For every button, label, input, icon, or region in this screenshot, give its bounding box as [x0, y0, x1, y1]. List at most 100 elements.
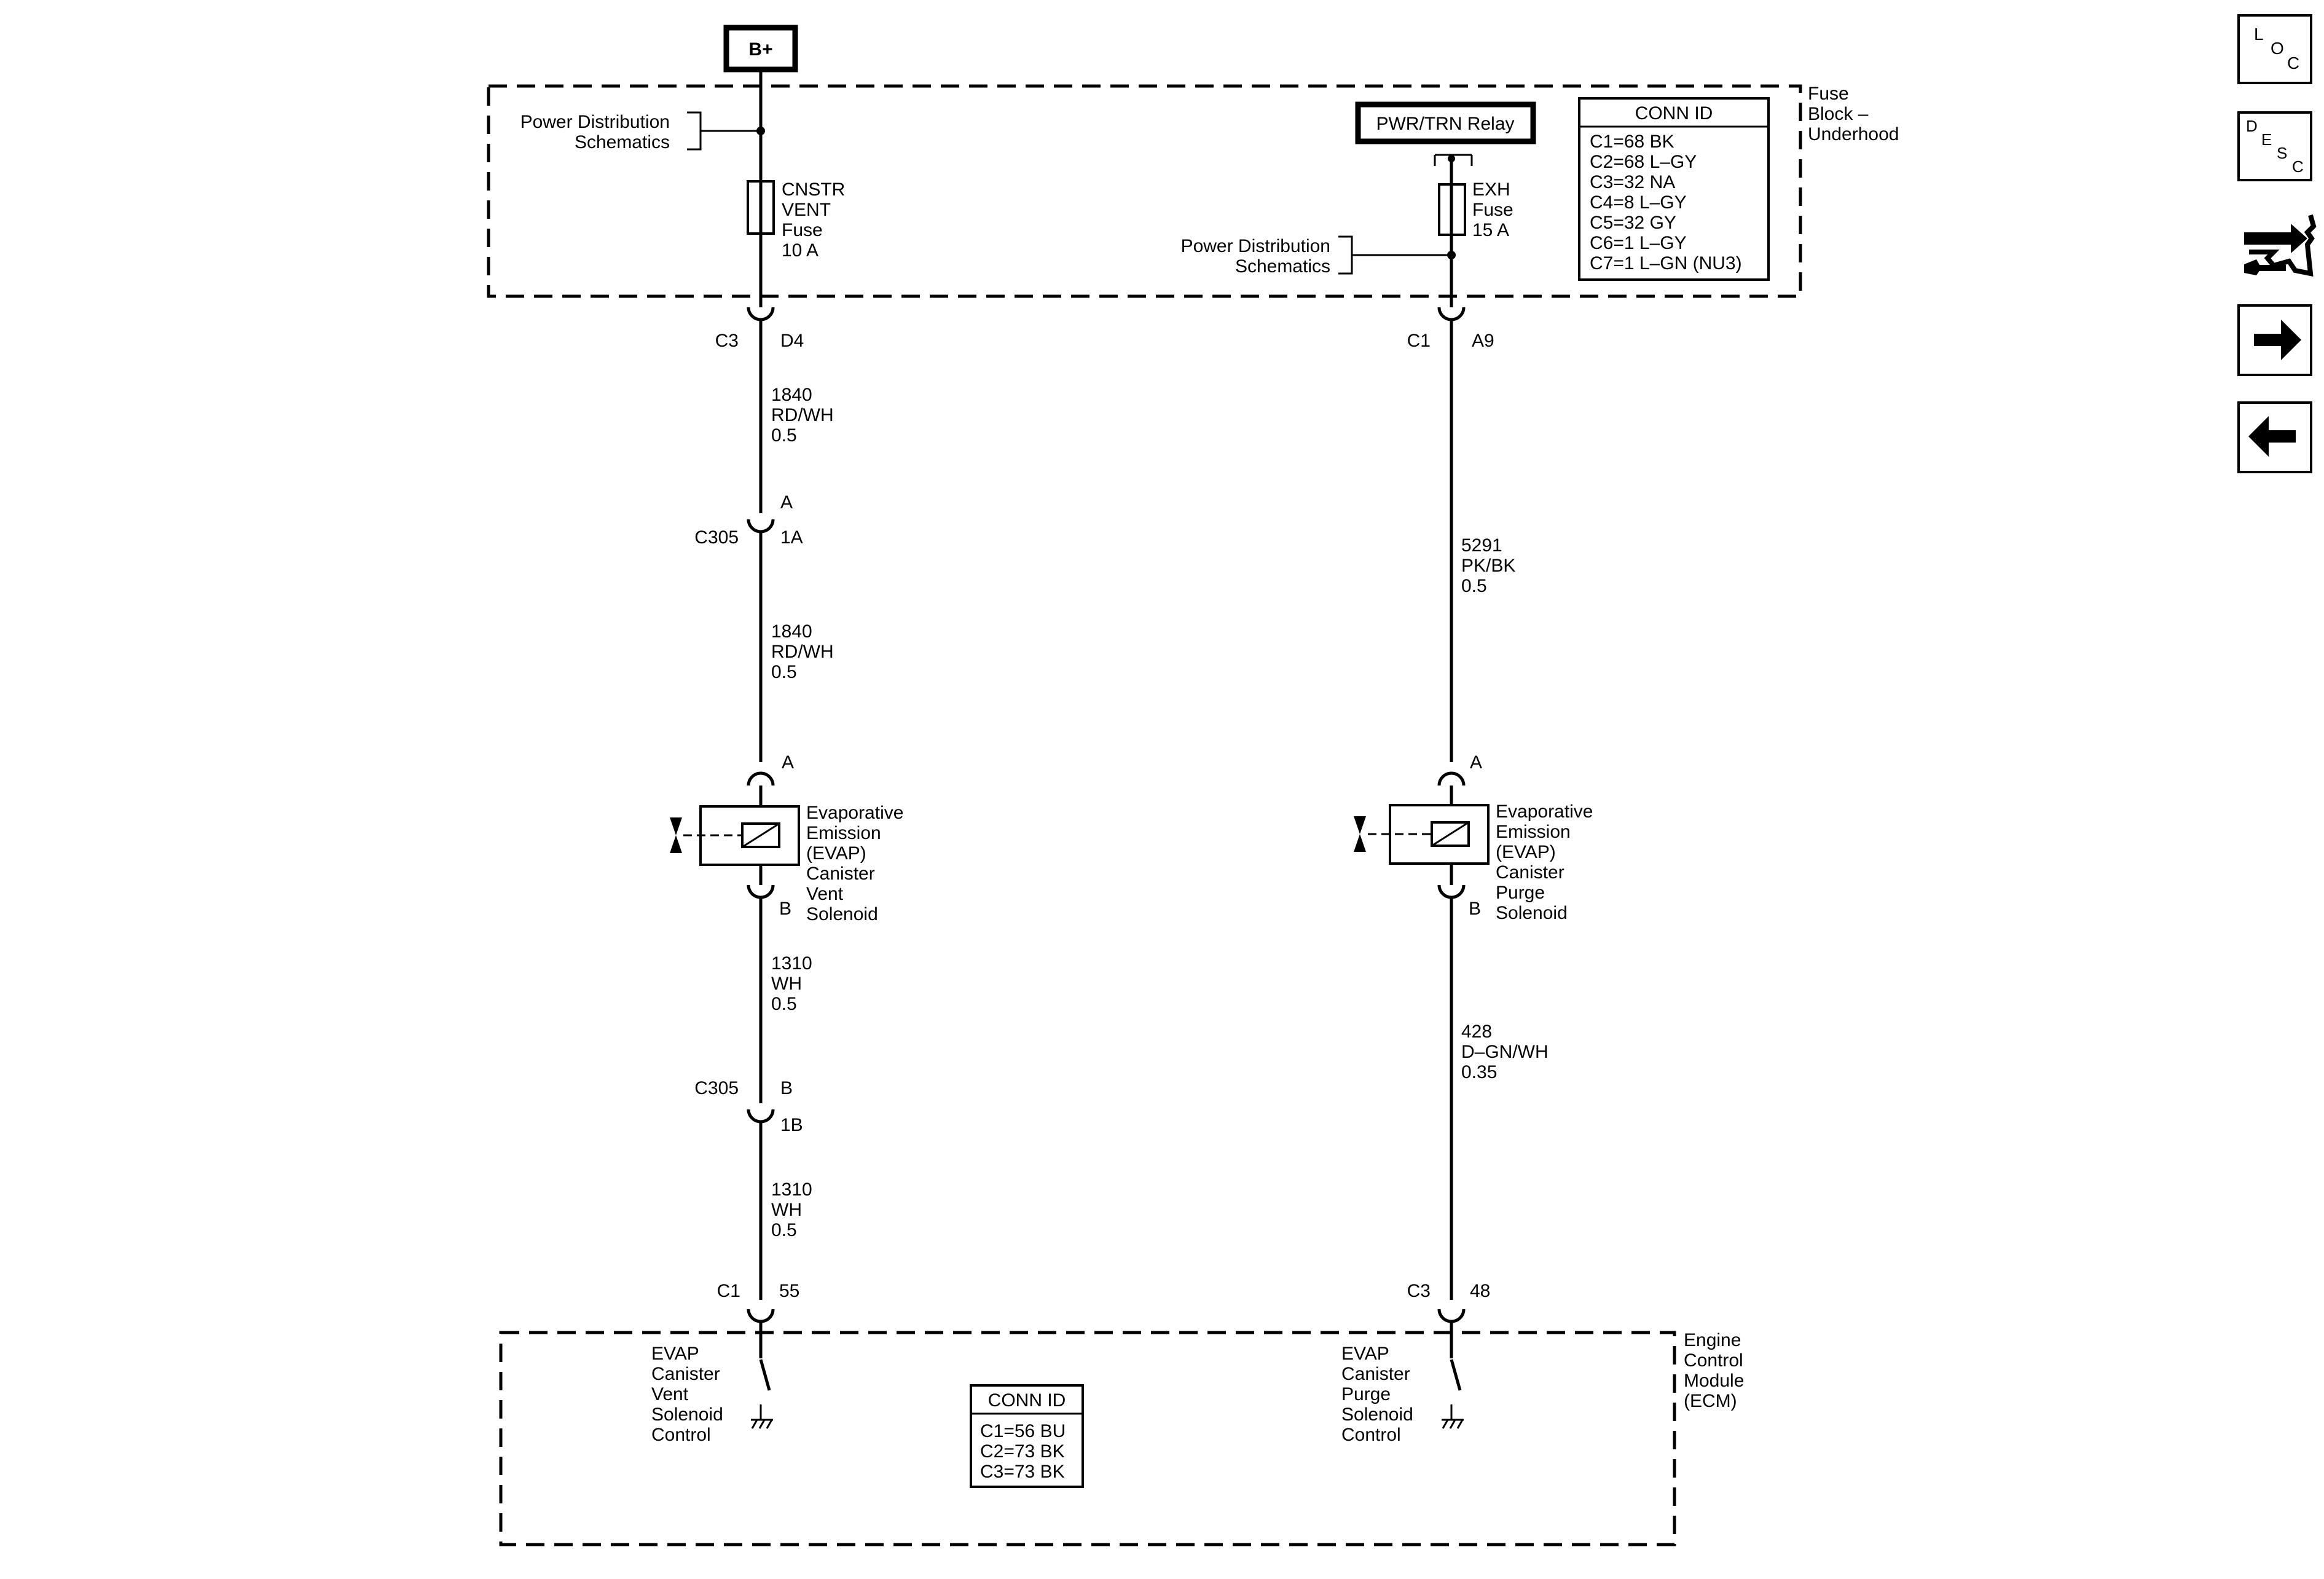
- svg-text:C1=68 BK: C1=68 BK: [1590, 132, 1674, 152]
- left-inline-a-pin-bottom: 1A: [780, 527, 803, 548]
- svg-text:CONN ID: CONN ID: [1635, 103, 1713, 124]
- svg-text:10 A: 10 A: [782, 240, 819, 261]
- previous-arrow-button[interactable]: [2237, 401, 2312, 473]
- ecm-boundary: [499, 1331, 1676, 1546]
- svg-text:Power Distribution: Power Distribution: [1181, 236, 1330, 256]
- svg-text:C3=73 BK: C3=73 BK: [980, 1462, 1065, 1482]
- description-button[interactable]: D E S C: [2237, 111, 2312, 181]
- left-inline-a-pin-top: A: [780, 492, 793, 513]
- svg-text:0.35: 0.35: [1461, 1062, 1497, 1082]
- ecm-purge-control-switch: [1442, 1333, 1464, 1429]
- svg-text:S: S: [2277, 144, 2287, 162]
- right-bottom-pin: 48: [1470, 1281, 1490, 1301]
- svg-text:C3=32 NA: C3=32 NA: [1590, 172, 1675, 192]
- power-source-label: B+: [748, 39, 772, 60]
- svg-text:C1=56 BU: C1=56 BU: [980, 1421, 1066, 1441]
- svg-text:Vent: Vent: [651, 1384, 689, 1404]
- svg-text:5291: 5291: [1461, 535, 1502, 556]
- svg-text:D–GN/WH: D–GN/WH: [1461, 1042, 1549, 1062]
- left-solenoid-pin-a: A: [782, 752, 794, 773]
- svg-text:Module: Module: [1684, 1371, 1744, 1391]
- svg-text:1840: 1840: [771, 621, 812, 642]
- svg-text:RD/WH: RD/WH: [771, 642, 834, 662]
- ecm-conn-id-table: CONN ID C1=56 BU C2=73 BK C3=73 BK: [970, 1384, 1084, 1488]
- svg-text:C2=68 L–GY: C2=68 L–GY: [1590, 152, 1697, 172]
- location-button[interactable]: L O C: [2237, 14, 2312, 84]
- fuse-block-boundary: [487, 84, 1802, 298]
- right-solenoid-pin-b: B: [1469, 899, 1481, 919]
- svg-text:Canister: Canister: [651, 1364, 720, 1384]
- svg-text:Power Distribution: Power Distribution: [520, 112, 670, 132]
- svg-text:1310: 1310: [771, 1179, 812, 1200]
- ecm-purge-control-label: EVAP Canister Purge Solenoid Control: [1341, 1344, 1413, 1445]
- svg-text:WH: WH: [771, 974, 802, 994]
- svg-text:Fuse: Fuse: [782, 220, 823, 240]
- svg-text:Solenoid: Solenoid: [1341, 1404, 1413, 1425]
- svg-text:0.5: 0.5: [1461, 576, 1487, 596]
- svg-text:CONN ID: CONN ID: [988, 1390, 1066, 1411]
- right-top-pin: A9: [1472, 331, 1494, 351]
- svg-text:C: C: [2292, 157, 2304, 176]
- svg-text:Canister: Canister: [1496, 862, 1564, 883]
- svg-text:Fuse: Fuse: [1808, 84, 1849, 104]
- left-bottom-pin: 55: [779, 1281, 799, 1301]
- next-arrow-button[interactable]: [2237, 304, 2312, 376]
- svg-text:Control: Control: [651, 1425, 711, 1445]
- ecm-vent-control-label: EVAP Canister Vent Solenoid Control: [651, 1344, 723, 1445]
- left-inline-b-connector: C305: [694, 1078, 739, 1098]
- svg-text:Schematics: Schematics: [1235, 256, 1330, 277]
- connector-repair-icon[interactable]: [2244, 214, 2317, 277]
- svg-text:428: 428: [1461, 1022, 1492, 1042]
- svg-text:EVAP: EVAP: [1341, 1344, 1389, 1364]
- svg-text:(EVAP): (EVAP): [1496, 842, 1556, 862]
- svg-text:Control: Control: [1684, 1350, 1743, 1371]
- svg-text:C6=1 L–GY: C6=1 L–GY: [1590, 233, 1687, 253]
- left-wire-1-label: 1840 RD/WH 0.5: [771, 385, 834, 446]
- power-distribution-ref-right[interactable]: Power Distribution Schematics: [1181, 236, 1330, 277]
- svg-text:O: O: [2271, 39, 2284, 58]
- svg-text:Purge: Purge: [1496, 883, 1545, 903]
- ecm-vent-control-switch: [751, 1333, 773, 1429]
- svg-text:VENT: VENT: [782, 200, 831, 220]
- svg-text:PK/BK: PK/BK: [1461, 556, 1515, 576]
- svg-text:(ECM): (ECM): [1684, 1391, 1737, 1411]
- svg-text:WH: WH: [771, 1200, 802, 1220]
- svg-text:Control: Control: [1341, 1425, 1401, 1445]
- left-wire-2-label: 1840 RD/WH 0.5: [771, 621, 834, 682]
- left-bottom-connector: C1: [717, 1281, 740, 1301]
- right-solenoid-pin-a: A: [1470, 752, 1482, 773]
- svg-text:C7=1 L–GN (NU3): C7=1 L–GN (NU3): [1590, 253, 1742, 274]
- left-wire-3-label: 1310 WH 0.5: [771, 953, 812, 1014]
- fuse-block-conn-id-table: CONN ID C1=68 BK C2=68 L–GY C3=32 NA C4=…: [1578, 97, 1770, 281]
- svg-text:Emission: Emission: [1496, 822, 1571, 842]
- svg-text:EXH: EXH: [1472, 179, 1510, 200]
- left-solenoid-pin-b: B: [779, 899, 791, 919]
- svg-text:C4=8 L–GY: C4=8 L–GY: [1590, 192, 1687, 213]
- fuse-block-title: Fuse Block – Underhood: [1808, 84, 1899, 144]
- svg-text:Solenoid: Solenoid: [806, 904, 878, 924]
- svg-text:Block –: Block –: [1808, 104, 1869, 124]
- fuse-cnstr-vent-label: CNSTR VENT Fuse 10 A: [782, 179, 845, 261]
- right-wire-2-label: 428 D–GN/WH 0.35: [1461, 1022, 1549, 1082]
- svg-text:CNSTR: CNSTR: [782, 179, 845, 200]
- svg-text:Engine: Engine: [1684, 1330, 1741, 1350]
- svg-text:Canister: Canister: [1341, 1364, 1410, 1384]
- evap-canister-vent-solenoid: [670, 805, 800, 866]
- right-bottom-connector: C3: [1407, 1281, 1431, 1301]
- svg-text:Evaporative: Evaporative: [1496, 801, 1593, 822]
- svg-text:0.5: 0.5: [771, 662, 797, 682]
- arrow-right-icon: [2254, 320, 2301, 360]
- svg-text:Solenoid: Solenoid: [1496, 903, 1568, 923]
- right-solenoid-label: Evaporative Emission (EVAP) Canister Pur…: [1496, 801, 1593, 923]
- left-inline-b-pin-top: B: [780, 1078, 793, 1098]
- arrow-left-icon: [2248, 416, 2296, 457]
- left-solenoid-label: Evaporative Emission (EVAP) Canister Ven…: [806, 803, 903, 924]
- svg-text:0.5: 0.5: [771, 1220, 797, 1240]
- pwr-trn-relay-label: PWR/TRN Relay: [1376, 114, 1514, 134]
- svg-text:0.5: 0.5: [771, 425, 797, 446]
- power-distribution-ref-left[interactable]: Power Distribution Schematics: [520, 112, 670, 152]
- fuse-exh-label: EXH Fuse 15 A: [1472, 179, 1513, 240]
- pwr-trn-relay-box: [1355, 101, 1536, 144]
- svg-text:Schematics: Schematics: [575, 132, 670, 152]
